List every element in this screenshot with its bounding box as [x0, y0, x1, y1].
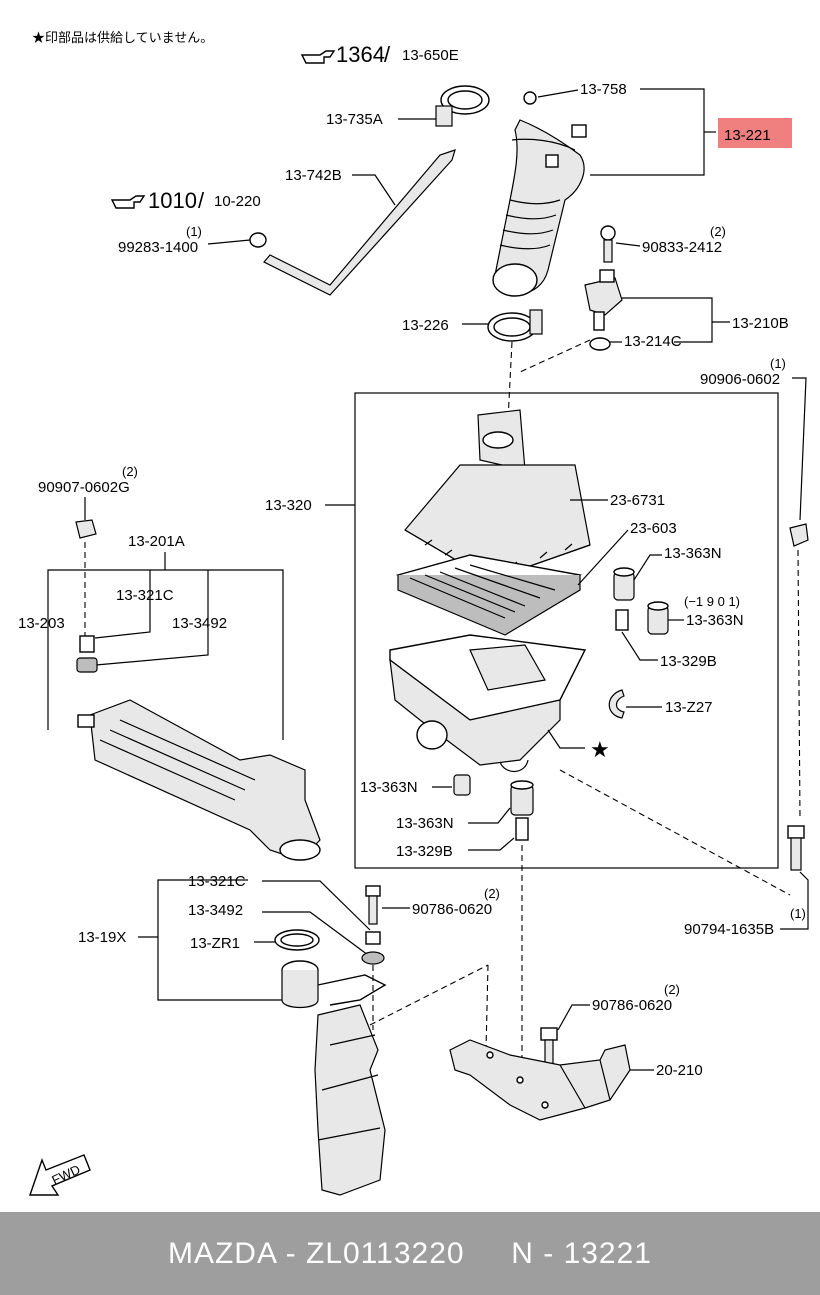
label-13-363N-c[interactable]: 13-363N: [360, 779, 418, 796]
air-cleaner-box: [354, 392, 779, 869]
nut-90907[interactable]: [75, 519, 97, 539]
qty-90907: (2): [122, 464, 138, 479]
label-23-6731[interactable]: 23-6731: [610, 492, 665, 509]
intake-hose[interactable]: [492, 91, 587, 297]
lower-intake-13-19X[interactable]: [281, 960, 387, 1196]
breather-hose-13-742B[interactable]: [249, 149, 456, 296]
ref-13-650E: 13-650E: [402, 47, 459, 64]
ref-10-220: 10-220: [214, 193, 261, 210]
label-13-203[interactable]: 13-203: [18, 615, 65, 632]
label-13-758[interactable]: 13-758: [580, 81, 627, 98]
label-90907-0602G[interactable]: 90907-0602G: [38, 479, 130, 496]
grommet-13-363N-b[interactable]: [647, 601, 669, 635]
ref-slash: /: [384, 42, 391, 67]
bolt-90786-b[interactable]: [540, 1027, 558, 1069]
part-number-caption: MAZDA - ZL0113220 N - 13221: [167, 1236, 652, 1270]
qty-99283: (1): [186, 224, 202, 239]
label-13-329B-a[interactable]: 13-329B: [660, 653, 717, 670]
collar-13-321C[interactable]: [79, 635, 95, 653]
ref-1010[interactable]: 1010 / 10-220: [110, 188, 261, 213]
cleaner-cover-23-6731[interactable]: [404, 409, 591, 581]
label-13-214C[interactable]: 13-214C: [624, 333, 682, 350]
label-90833-2412[interactable]: 90833-2412: [642, 239, 722, 256]
ref-1364-number: 1364: [336, 42, 385, 67]
bracket-20-210[interactable]: [449, 1039, 631, 1121]
ref-1010-number: 1010: [148, 188, 197, 213]
filter-element-23-603[interactable]: [395, 554, 582, 636]
label-13-363N-b[interactable]: 13-363N: [686, 612, 744, 629]
label-13-321C[interactable]: 13-321C: [116, 587, 174, 604]
seal-ring-13-ZR1[interactable]: [274, 929, 320, 951]
qty-90906: (1): [770, 356, 786, 371]
label-13-742B[interactable]: 13-742B: [285, 167, 342, 184]
label-23-603[interactable]: 23-603: [630, 520, 677, 537]
fwd-label: FWD: [49, 1162, 82, 1188]
hose-clamp-13-735A[interactable]: [435, 85, 490, 127]
label-13-320[interactable]: 13-320: [265, 497, 312, 514]
label-13-Z27[interactable]: 13-Z27: [665, 699, 713, 716]
not-supplied-note: ★印部品は供給していません。: [32, 30, 213, 45]
label-13-363N-a[interactable]: 13-363N: [664, 545, 722, 562]
air-duct-13-203[interactable]: [77, 699, 321, 861]
label-13-19X[interactable]: 13-19X: [78, 929, 126, 946]
label-90906-0602[interactable]: 90906-0602: [700, 371, 780, 388]
label-90786-0620-a[interactable]: 90786-0620: [412, 901, 492, 918]
label-13-321C-b[interactable]: 13-321C: [188, 873, 246, 890]
label-13-735A[interactable]: 13-735A: [326, 111, 383, 128]
label-1901-range: (−1 9 0 1): [684, 594, 740, 609]
pointing-hand-icon: [300, 50, 336, 64]
qty-90786-a: (2): [484, 886, 500, 901]
ref-slash: /: [198, 188, 205, 213]
grommet-13-363N-c[interactable]: [453, 774, 471, 796]
clamp-13-226[interactable]: [487, 309, 543, 342]
grommet-13-363N-a[interactable]: [613, 567, 635, 601]
grommet-13-3492[interactable]: [76, 657, 98, 673]
qty-90833: (2): [710, 224, 726, 239]
label-13-3492-b[interactable]: 13-3492: [188, 902, 243, 919]
fwd-arrow-icon: FWD: [29, 1154, 91, 1196]
bolt-90794-1635B[interactable]: [787, 825, 805, 871]
sensor-13-210B[interactable]: [584, 269, 623, 351]
qty-90794: (1): [790, 906, 806, 921]
grommet-13-363N-d[interactable]: [510, 780, 534, 816]
label-99283-1400[interactable]: 99283-1400: [118, 239, 198, 256]
not-supplied-star-icon: ★: [590, 737, 610, 762]
label-13-210B[interactable]: 13-210B: [732, 315, 789, 332]
footer-bar: MAZDA - ZL0113220 N - 13221: [0, 1212, 820, 1295]
label-90794-1635B[interactable]: 90794-1635B: [684, 921, 774, 938]
qty-90786-b: (2): [664, 982, 680, 997]
clip-13-Z27[interactable]: [608, 689, 625, 719]
pointing-hand-icon: [110, 195, 146, 209]
label-13-201A[interactable]: 13-201A: [128, 533, 185, 550]
label-90786-0620-b[interactable]: 90786-0620: [592, 997, 672, 1014]
bolt-90786-a[interactable]: [361, 885, 385, 965]
nut-90906[interactable]: [789, 523, 809, 547]
ref-1364[interactable]: 1364 / 13-650E: [300, 42, 459, 67]
label-13-329B-b[interactable]: 13-329B: [396, 843, 453, 860]
parts-diagram: ★印部品は供給していません。 1364 / 13-650E 1010 / 10-…: [18, 30, 809, 1196]
highlight-box: [718, 118, 792, 148]
screw-90833-2412[interactable]: [600, 225, 616, 263]
label-13-ZR1[interactable]: 13-ZR1: [190, 935, 240, 952]
label-13-226[interactable]: 13-226: [402, 317, 449, 334]
cleaner-case[interactable]: [389, 634, 587, 773]
label-13-221[interactable]: 13-221: [724, 127, 771, 144]
label-20-210[interactable]: 20-210: [656, 1062, 703, 1079]
label-13-3492[interactable]: 13-3492: [172, 615, 227, 632]
label-13-363N-d[interactable]: 13-363N: [396, 815, 454, 832]
collar-13-329B-b[interactable]: [515, 817, 529, 841]
collar-13-329B-a[interactable]: [615, 609, 629, 631]
